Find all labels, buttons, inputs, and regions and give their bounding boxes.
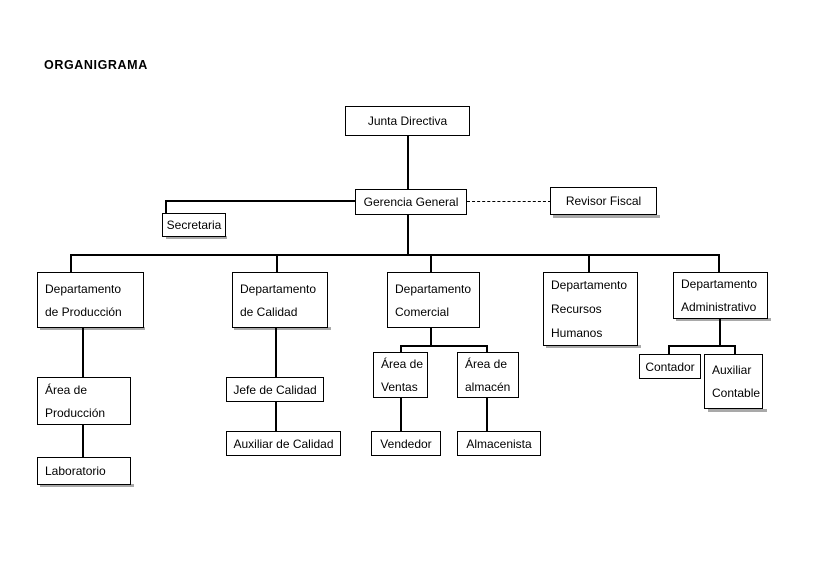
connector-department-bus bbox=[70, 254, 719, 256]
node-label-line2: de Producción bbox=[45, 304, 122, 319]
connector-bus-to-dep-rrhh bbox=[588, 254, 590, 272]
node-label-line2: de Calidad bbox=[240, 304, 298, 319]
node-auxiliar-contable[interactable]: Auxiliar Contable bbox=[704, 354, 763, 409]
node-label-line1: Área de bbox=[465, 356, 508, 371]
node-label: Almacenista bbox=[466, 436, 532, 451]
connector-jefe-to-auxiliar-calidad bbox=[275, 402, 277, 431]
node-label: Secretaria bbox=[166, 218, 222, 232]
connector-junta-to-gerencia bbox=[407, 136, 409, 189]
node-label-line3: Humanos bbox=[551, 326, 603, 340]
node-label-line2: Comercial bbox=[395, 304, 450, 319]
node-laboratorio[interactable]: Laboratorio bbox=[37, 457, 131, 485]
connector-gerencia-to-secretaria-vertical bbox=[165, 200, 167, 214]
page-title: ORGANIGRAMA bbox=[44, 58, 148, 72]
node-area-almacen[interactable]: Área de almacén bbox=[457, 352, 519, 398]
node-area-ventas[interactable]: Área de Ventas bbox=[373, 352, 428, 398]
shadow-dep-rrhh bbox=[546, 345, 641, 348]
node-label-line1: Auxiliar bbox=[712, 363, 752, 377]
node-label: Revisor Fiscal bbox=[565, 194, 642, 208]
shadow-laboratorio bbox=[40, 484, 134, 487]
connector-bus-to-dep-calidad bbox=[276, 254, 278, 272]
node-label: Contador bbox=[645, 359, 695, 374]
node-label-line2: almacén bbox=[465, 379, 511, 394]
connector-bus-to-dep-administrativo bbox=[718, 254, 720, 272]
node-departamento-administrativo[interactable]: Departamento Administrativo bbox=[673, 272, 768, 319]
node-label-line1: Departamento bbox=[240, 281, 317, 296]
node-junta-directiva[interactable]: Junta Directiva bbox=[345, 106, 470, 136]
connector-bus-to-dep-comercial bbox=[430, 254, 432, 272]
connector-gerencia-to-bus bbox=[407, 214, 409, 255]
node-label: Jefe de Calidad bbox=[233, 382, 317, 397]
node-label-line2: Administrativo bbox=[681, 300, 757, 314]
node-departamento-comercial[interactable]: Departamento Comercial bbox=[387, 272, 480, 328]
node-label: Laboratorio bbox=[45, 464, 106, 478]
connector-area-ventas-to-vendedor bbox=[400, 398, 402, 431]
connector-split-to-auxiliar-contable bbox=[734, 345, 736, 354]
connector-bus-to-dep-produccion bbox=[70, 254, 72, 272]
node-departamento-recursos-humanos[interactable]: Departamento Recursos Humanos bbox=[543, 272, 638, 346]
node-label: Gerencia General bbox=[363, 195, 459, 209]
connector-dep-administrativo-to-split bbox=[719, 318, 721, 345]
node-vendedor[interactable]: Vendedor bbox=[371, 431, 441, 456]
node-label-line1: Departamento bbox=[395, 281, 472, 296]
shadow-dep-calidad bbox=[234, 327, 331, 330]
node-label-line1: Departamento bbox=[551, 278, 628, 292]
node-departamento-calidad[interactable]: Departamento de Calidad bbox=[232, 272, 328, 328]
connector-area-produccion-to-laboratorio bbox=[82, 425, 84, 457]
node-label-line1: Departamento bbox=[45, 281, 122, 296]
connector-split-to-contador bbox=[668, 345, 670, 354]
node-label-line1: Departamento bbox=[681, 277, 758, 291]
connector-dep-comercial-to-split bbox=[430, 327, 432, 345]
node-secretaria[interactable]: Secretaria bbox=[162, 213, 226, 237]
node-label-line1: Área de bbox=[381, 356, 424, 371]
node-jefe-de-calidad[interactable]: Jefe de Calidad bbox=[226, 377, 324, 402]
node-area-produccion[interactable]: Área de Producción bbox=[37, 377, 131, 425]
node-label-line2: Ventas bbox=[381, 379, 418, 394]
node-label: Auxiliar de Calidad bbox=[233, 436, 334, 451]
node-label: Vendedor bbox=[380, 436, 432, 451]
node-auxiliar-de-calidad[interactable]: Auxiliar de Calidad bbox=[226, 431, 341, 456]
node-label: Junta Directiva bbox=[367, 114, 448, 128]
node-gerencia-general[interactable]: Gerencia General bbox=[355, 189, 467, 215]
shadow-secretaria bbox=[166, 236, 227, 239]
connector-split-to-area-almacen bbox=[486, 345, 488, 352]
connector-comercial-split-bus bbox=[400, 345, 487, 347]
connector-dep-produccion-to-area bbox=[82, 327, 84, 377]
connector-dep-calidad-to-jefe bbox=[275, 327, 277, 377]
node-label-line2: Contable bbox=[712, 386, 761, 400]
connector-area-almacen-to-almacenista bbox=[486, 398, 488, 431]
connector-administrativo-split-bus bbox=[668, 345, 735, 347]
node-label-line2: Recursos bbox=[551, 302, 602, 316]
connector-gerencia-to-secretaria-horizontal bbox=[165, 200, 355, 202]
node-label-line1: Área de bbox=[45, 382, 88, 397]
node-departamento-produccion[interactable]: Departamento de Producción bbox=[37, 272, 144, 328]
node-label-line2: Producción bbox=[45, 405, 106, 420]
shadow-dep-produccion bbox=[40, 327, 145, 330]
shadow-dep-administrativo bbox=[676, 318, 771, 321]
shadow-revisor bbox=[553, 215, 660, 218]
shadow-auxiliar-contable bbox=[708, 409, 767, 412]
node-almacenista[interactable]: Almacenista bbox=[457, 431, 541, 456]
connector-split-to-area-ventas bbox=[400, 345, 402, 352]
connector-gerencia-to-revisor-dashed bbox=[467, 201, 551, 202]
node-revisor-fiscal[interactable]: Revisor Fiscal bbox=[550, 187, 657, 215]
node-contador[interactable]: Contador bbox=[639, 354, 701, 379]
